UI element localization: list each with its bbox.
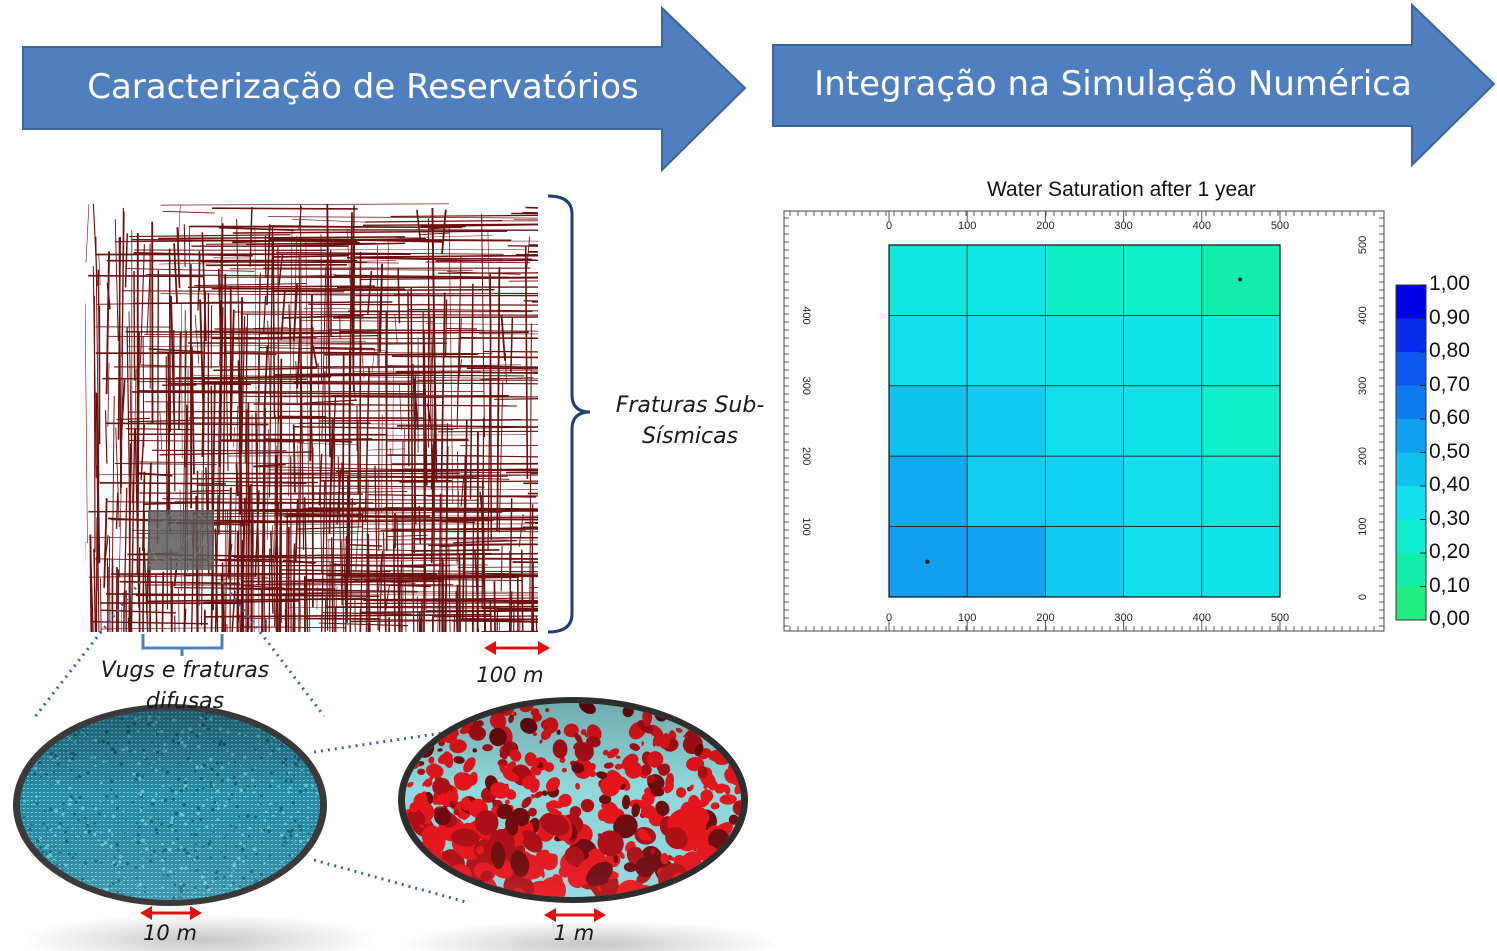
vugs-disk — [13, 704, 327, 906]
arrow-characterization — [22, 5, 747, 173]
colorbar-segment — [1396, 419, 1426, 453]
scale-arrow-1m — [544, 908, 606, 922]
y-tick-label-left: 400 — [800, 306, 812, 324]
heatmap-cell — [1201, 385, 1281, 457]
scale-label-100m: 100 m — [476, 663, 544, 687]
scale-arrow-100m — [484, 641, 550, 655]
x-tick-label-bottom: 300 — [1114, 612, 1132, 624]
colorbar-tick-label: 0,90 — [1429, 305, 1470, 329]
fracture-brace — [547, 194, 591, 634]
arrow-label-characterization: Caracterização de Reservatórios — [87, 67, 639, 107]
well-marker — [925, 559, 930, 564]
heatmap-cell — [888, 455, 968, 528]
y-tick-label-right: 0 — [1357, 594, 1369, 600]
arrow-label-integration: Integração na Simulação Numérica — [814, 64, 1412, 104]
scale-label-1m: 1 m — [553, 921, 595, 945]
colorbar-tick-label: 0,60 — [1429, 406, 1470, 429]
vugs-bracket — [141, 634, 224, 656]
x-tick-label-bottom: 100 — [958, 612, 976, 624]
disk-shadow-right — [400, 920, 780, 951]
x-tick-label-top: 200 — [1036, 220, 1054, 232]
colorbar-tick-label: 0,20 — [1429, 540, 1470, 563]
y-tick-label-left: 200 — [800, 447, 812, 465]
fracture-network — [85, 202, 538, 632]
heatmap-cell — [888, 385, 968, 457]
colorbar-tick-label: 0,50 — [1429, 439, 1470, 463]
colorbar-segment — [1396, 553, 1426, 587]
colorbar-tick-label: 0,70 — [1429, 372, 1470, 396]
colorbar-segment — [1396, 285, 1426, 319]
heatmap-cell — [966, 314, 1046, 387]
colorbar-segment — [1396, 486, 1426, 520]
chart-title: Water Saturation after 1 year — [987, 178, 1256, 201]
heatmap-cell — [1123, 244, 1203, 316]
colorbar-tick-label: 0,10 — [1429, 573, 1470, 597]
colorbar-tick-label: 0,30 — [1429, 506, 1470, 530]
x-tick-label-bottom: 400 — [1193, 612, 1211, 624]
x-tick-label-top: 500 — [1271, 220, 1289, 232]
heatmap-cell — [888, 314, 968, 387]
heatmap-cell — [1123, 314, 1203, 387]
y-tick-label-left: 100 — [800, 517, 812, 535]
colorbar-tick-label: 0,40 — [1429, 473, 1470, 496]
colorbar-segment — [1396, 452, 1426, 487]
well-marker — [1238, 277, 1243, 282]
colorbar-segment — [1396, 318, 1426, 353]
colorbar-tick-label: 0,00 — [1429, 607, 1470, 630]
vugs-label-line1: Vugs e fraturas — [100, 658, 270, 683]
x-tick-label-bottom: 200 — [1036, 612, 1054, 624]
scale-arrow-10m — [140, 906, 202, 920]
fracture-label-line2: Sísmicas — [641, 424, 739, 449]
heatmap-cell — [966, 385, 1046, 457]
colorbar-segment — [1396, 586, 1426, 621]
fractures-disk — [398, 697, 748, 903]
heatmap-cell — [966, 526, 1046, 598]
heatmap-cell — [1045, 455, 1125, 528]
x-tick-label-top: 400 — [1193, 220, 1211, 232]
colorbar-segment — [1396, 352, 1426, 386]
heatmap-cell — [888, 244, 968, 316]
heatmap-cell — [1201, 526, 1281, 598]
y-tick-label-right: 100 — [1357, 517, 1369, 535]
x-tick-label-bottom: 500 — [1271, 612, 1289, 624]
x-tick-label-bottom: 0 — [886, 612, 892, 624]
arrow-integration — [772, 2, 1496, 168]
x-tick-label-top: 0 — [886, 220, 892, 232]
heatmap-cell — [966, 244, 1046, 316]
scale-label-10m: 10 m — [143, 921, 197, 945]
x-tick-label-top: 100 — [958, 220, 976, 232]
y-tick-label-left: 300 — [800, 377, 812, 395]
zoom-connectors — [32, 581, 467, 904]
heatmap-cell — [1045, 526, 1125, 598]
colorbar-tick-label: 0,80 — [1429, 339, 1470, 362]
disk-shadow-left — [20, 914, 380, 951]
colorbar-segment — [1396, 385, 1426, 420]
heatmap-cell — [1045, 385, 1125, 457]
vugs-label-line2: difusas — [145, 689, 225, 714]
y-tick-label-right: 200 — [1357, 447, 1369, 465]
colorbar-tick-label: 1,00 — [1429, 272, 1470, 295]
y-tick-label-right: 400 — [1357, 306, 1369, 324]
saturation-chart: 0 0 100 100 200 200 300 300 400 400 500 500 0 100 100 2… — [783, 210, 1427, 632]
y-tick-label-right: 300 — [1357, 377, 1369, 395]
y-tick-label-right: 500 — [1357, 236, 1369, 254]
heatmap-cell — [966, 455, 1046, 528]
fracture-label-line1: Fraturas Sub- — [615, 393, 765, 418]
heatmap-cell — [1123, 385, 1203, 457]
x-tick-label-top: 300 — [1114, 220, 1132, 232]
heatmap-cell — [1201, 455, 1281, 528]
heatmap-cell — [1201, 314, 1281, 387]
heatmap-cell — [1123, 455, 1203, 528]
colorbar-segment — [1396, 519, 1426, 554]
heatmap-cell — [1123, 526, 1203, 598]
heatmap-cell — [1045, 314, 1125, 387]
heatmap-cell — [1045, 244, 1125, 316]
